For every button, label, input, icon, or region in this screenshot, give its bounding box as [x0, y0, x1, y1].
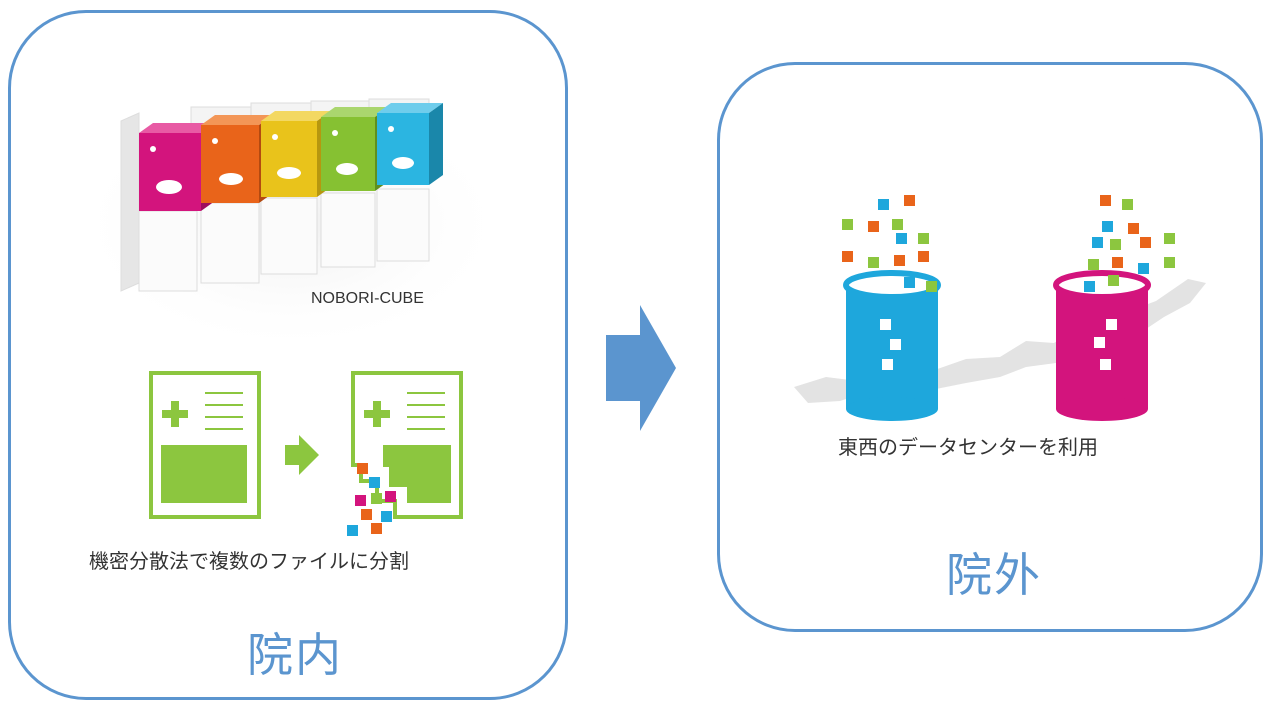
- inside-panel: NOBORI-CUBE: [8, 10, 568, 700]
- pedestal-1: [138, 210, 198, 292]
- cube-yellow: [261, 111, 331, 197]
- split-caption: 機密分散法で複数のファイルに分割: [89, 549, 409, 573]
- cube-cyan: [377, 103, 443, 185]
- outside-panel: 東西のデータセンターを利用 院外: [717, 62, 1263, 632]
- nobori-cube-illustration: [91, 98, 491, 343]
- pedestal-5: [376, 188, 430, 262]
- product-label: NOBORI-CUBE: [311, 290, 424, 307]
- datacenter-caption: 東西のデータセンターを利用: [838, 435, 1098, 459]
- split-arrow-icon: [285, 435, 319, 475]
- fragmented-document-icon: [347, 371, 463, 536]
- document-icon: [149, 371, 261, 519]
- datacenter-illustration: [794, 195, 1206, 421]
- inside-region-label: 院内: [247, 628, 343, 682]
- cube-magenta: [139, 123, 215, 211]
- pedestal-3: [260, 197, 318, 275]
- database-icon: [843, 270, 941, 421]
- pedestal-2: [200, 202, 260, 284]
- outside-region-label: 院外: [946, 548, 1042, 602]
- database-icon: [1053, 270, 1151, 421]
- right-arrow-icon: [606, 305, 676, 431]
- split-illustration: [149, 371, 463, 536]
- pedestal-4: [320, 192, 376, 268]
